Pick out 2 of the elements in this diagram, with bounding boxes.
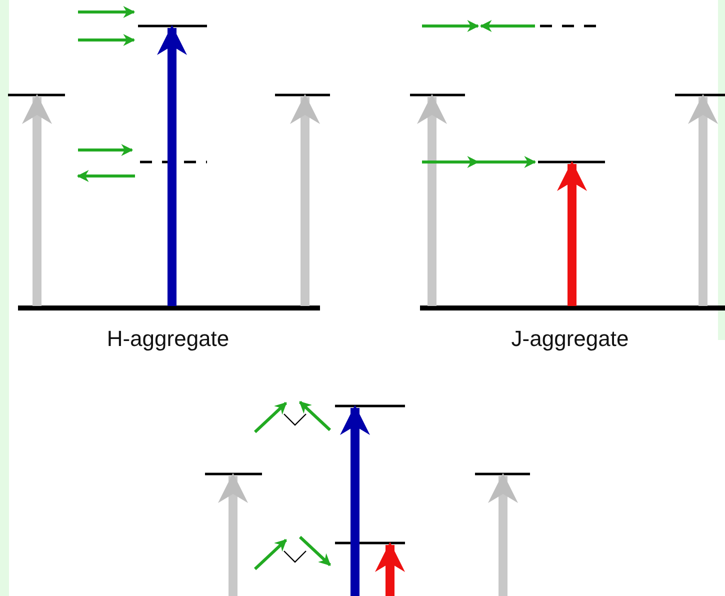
aggregate-label: J-aggregate [511,326,629,352]
aggregate-label: H-aggregate [106,326,230,352]
